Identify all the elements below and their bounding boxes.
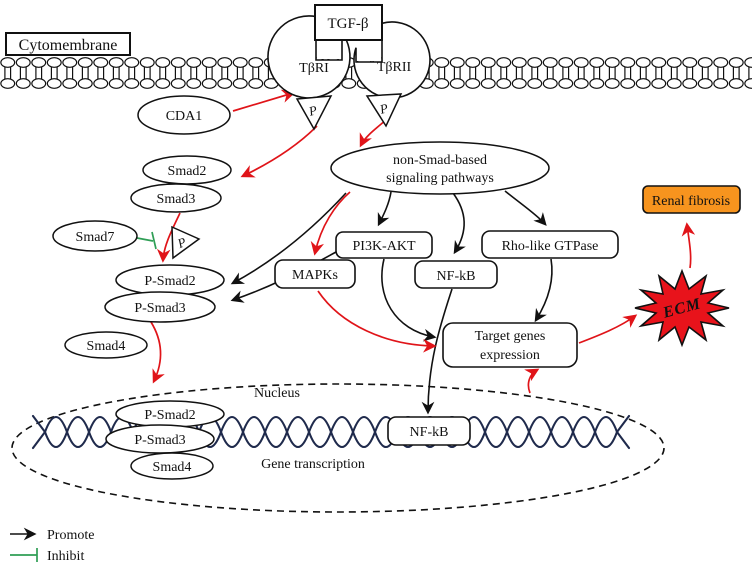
receptor-tbri-label: TβRI [299,61,329,76]
phosphate-triangle-3 [171,225,201,260]
inhibit-line-smad7 [136,237,154,242]
rho-gtpase-label: Rho-like GTPase [502,239,599,254]
cda1-label: CDA1 [166,109,203,124]
tgf-beta-label: TGF-β [328,16,369,32]
arrow-rho-to-target [534,258,553,323]
nfkb-label: NF-kB [437,269,476,284]
phosphate-triangle-2 [365,93,403,128]
smad7-ellipse [52,220,138,252]
arrow-smad-phosphorylation [156,212,181,263]
receptor-tbri-shape [267,15,351,99]
smad3-ellipse [130,183,222,213]
arrow-cda1-activates-receptor [232,89,296,112]
receptor-tbrii-shape [353,21,431,99]
arrow-ecm-to-renal-fibrosis [681,222,696,269]
phosphate-triangle-1 [295,95,333,131]
rho-gtpase-box [481,230,619,259]
smad7-label: Smad7 [76,230,115,245]
arrow-nonsmad-to-psmad2 [230,192,347,285]
legend-inhibit-label: Inhibit [47,549,84,563]
arrow-pi3k-to-target [381,258,437,342]
non-smad-label-line2: signaling pathways [386,171,494,186]
arrow-target-to-ecm [578,314,638,344]
arrow-nonsmad-to-nfkb [452,192,466,255]
p-smad2-label: P-Smad2 [144,274,195,289]
nucleus-nfkb-box [387,416,471,446]
arrow-receptor-to-nonsmad [359,119,387,148]
target-genes-box [442,322,578,368]
nucleus-nfkb-label: NF-kB [410,425,449,440]
nucleus-outline [11,383,665,513]
receptor-tbrii-label: TβRII [377,60,412,75]
gene-transcription-label: Gene transcription [261,457,365,472]
nucleus-label: Nucleus [254,386,300,401]
nucleus-p-smad2-label: P-Smad2 [144,408,195,423]
arrow-nonsmad-to-rho [504,190,547,226]
arrow-nonsmad-to-mapks [310,191,351,256]
phosphate-2-label: P [377,100,389,117]
pi3k-akt-box [335,231,433,259]
smad4-label: Smad4 [87,339,126,354]
legend-promote-label: Promote [47,528,94,543]
cytomembrane-label-box [5,32,131,56]
non-smad-ellipse [330,141,550,195]
non-smad-label-line1: non-Smad-based [393,153,487,168]
cda1-ellipse [137,95,231,135]
phosphate-1-label: P [306,102,318,119]
nucleus-smad4-label: Smad4 [153,460,192,475]
inhibit-bar-smad7 [151,231,157,250]
pi3k-akt-label: PI3K-AKT [353,239,416,254]
target-genes-label-line2: expression [480,348,540,363]
arrow-receptor-to-smad23 [240,125,318,178]
renal-fibrosis-label: Renal fibrosis [652,194,730,209]
arrow-nonsmad-to-pi3k [377,191,392,227]
p-smad3-label: P-Smad3 [134,301,185,316]
p-smad3-ellipse [104,291,216,323]
smad3-label: Smad3 [157,192,196,207]
smad4-ellipse [64,331,148,359]
arrow-mapks-to-target [317,290,437,353]
tgf-beta-box [314,4,383,41]
smad2-label: Smad2 [168,164,207,179]
nfkb-box [414,260,498,289]
cytomembrane-label: Cytomembrane [19,37,118,54]
arrow-nucleus-to-target [524,368,540,394]
mapks-label: MAPKs [292,268,338,283]
mapks-box [274,259,356,289]
arrow-psmad-to-nucleus [150,321,165,384]
nucleus-smad4-ellipse [130,452,214,480]
target-genes-label-line1: Target genes [475,329,546,344]
renal-fibrosis-box [642,185,741,214]
ecm-starburst [634,268,730,348]
nucleus-p-smad3-label: P-Smad3 [134,433,185,448]
